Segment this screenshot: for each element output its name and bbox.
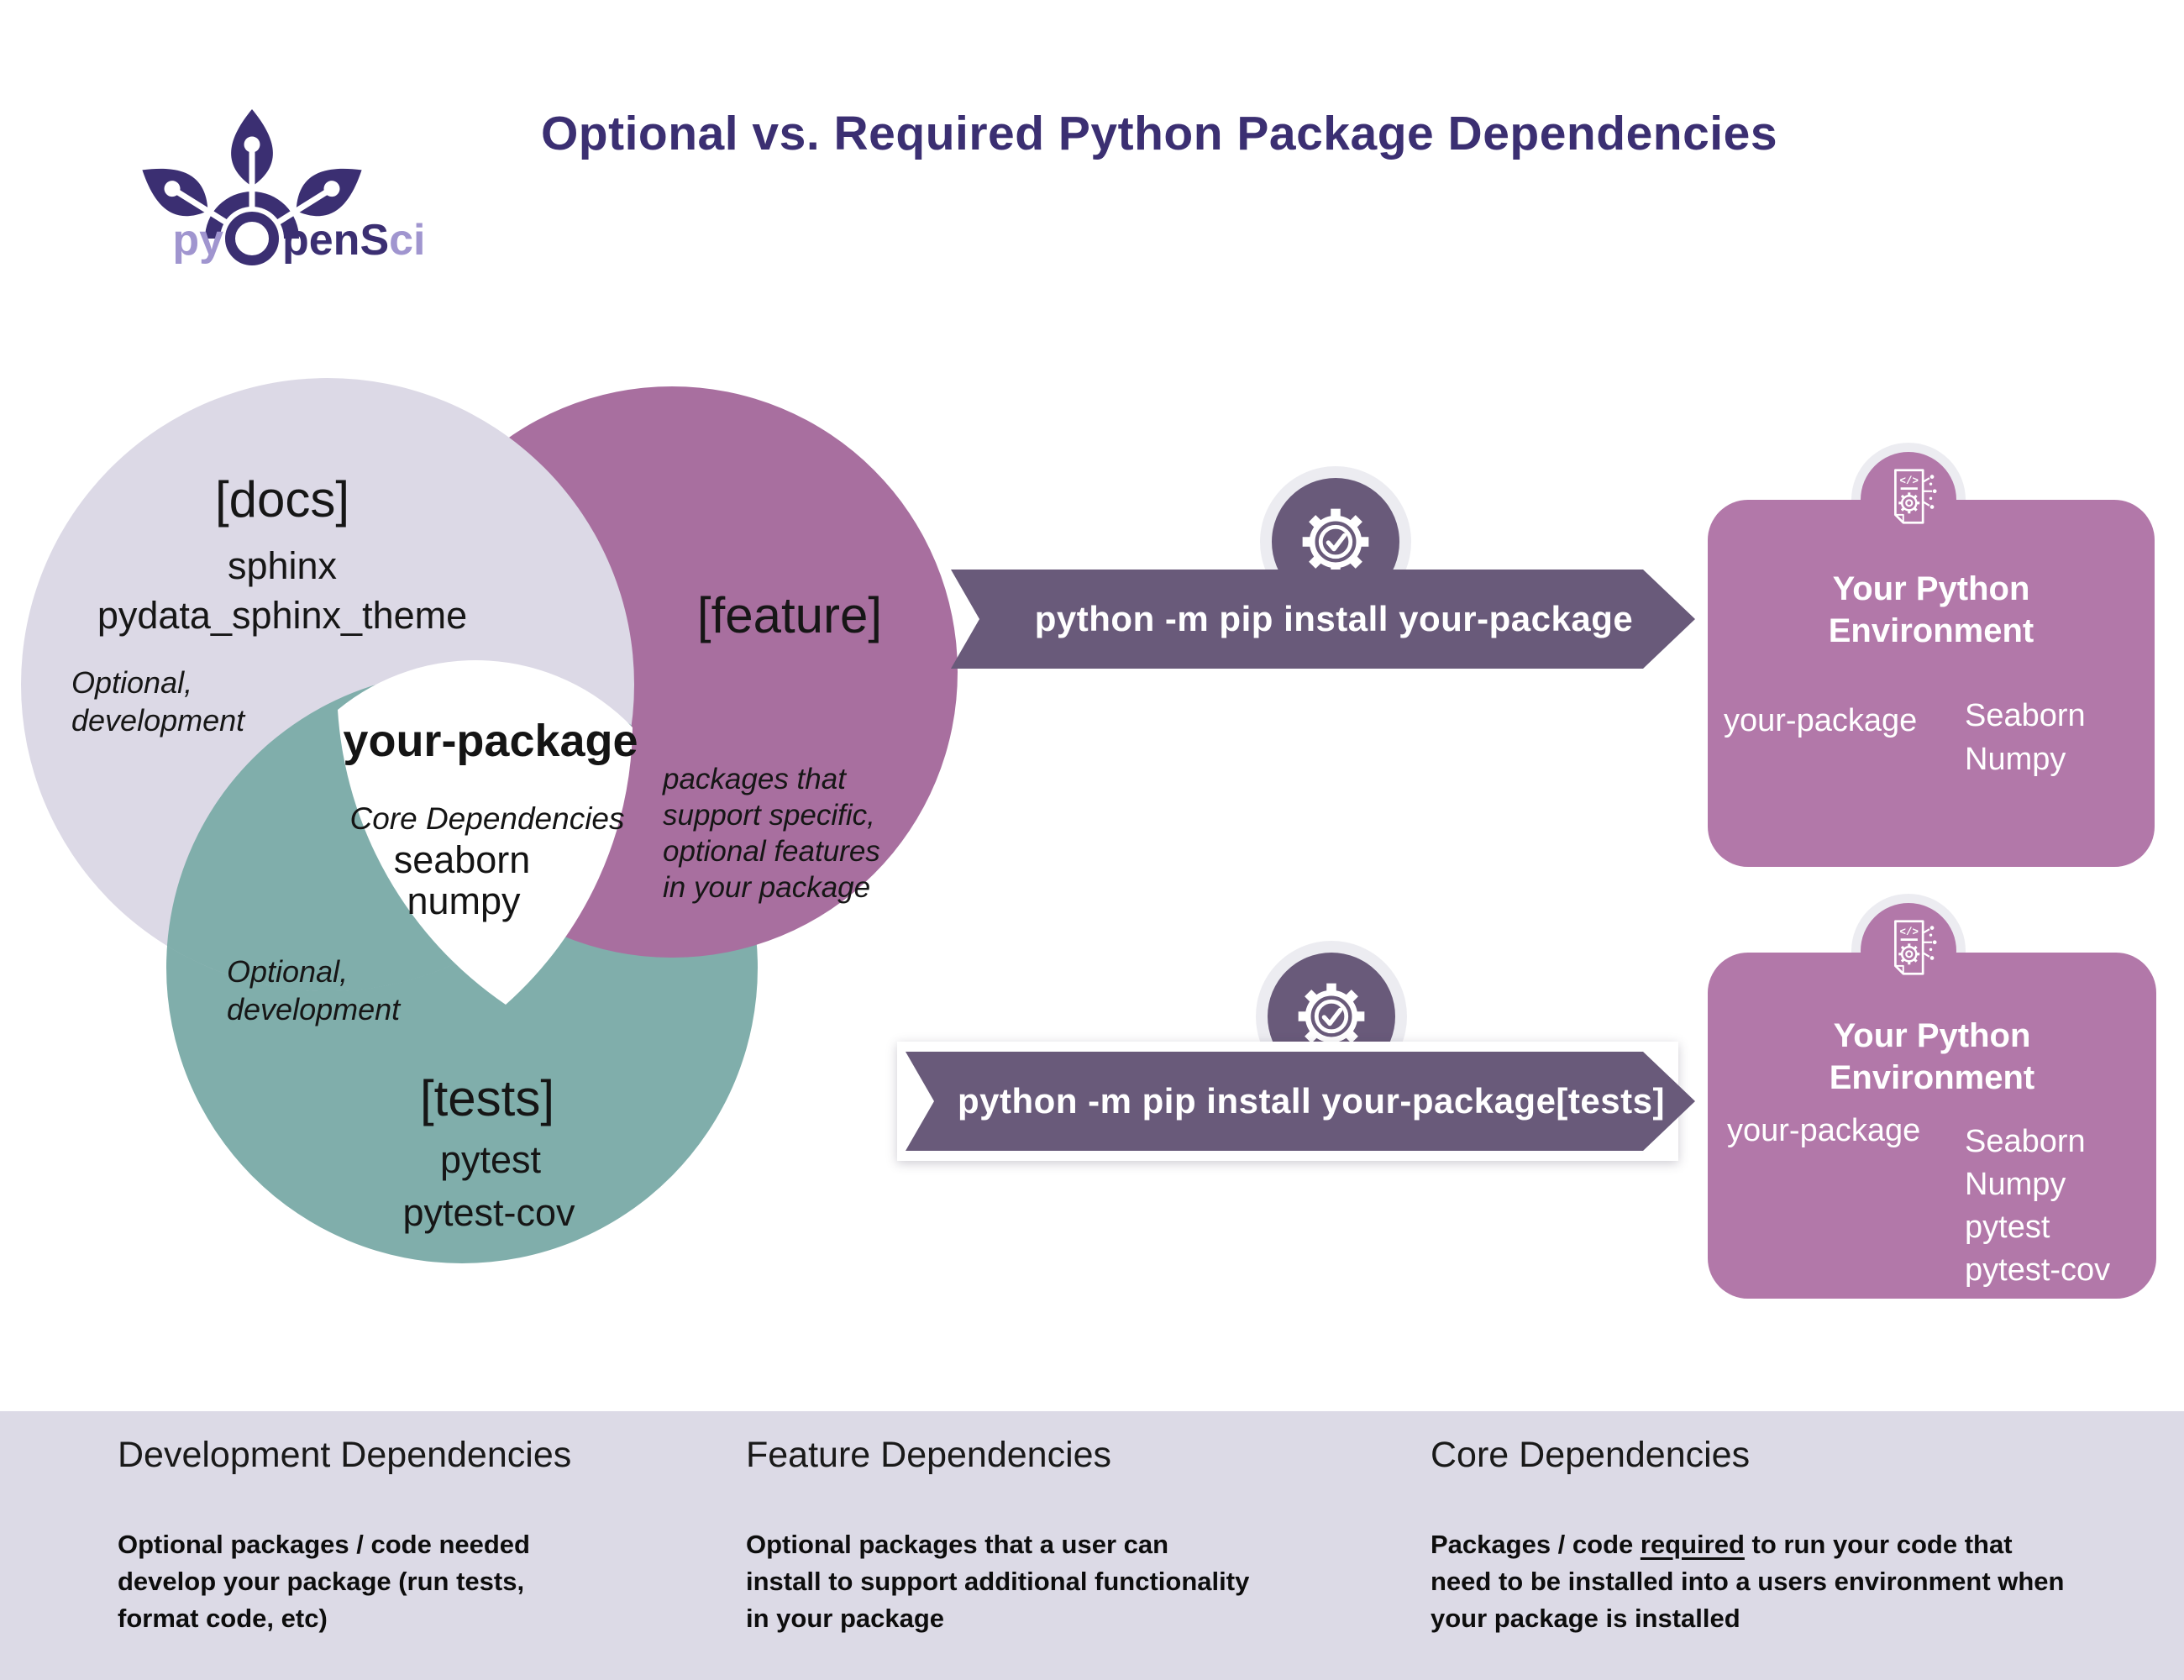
legend-core-dependencies: Core Dependencies Packages / code requir… [1431, 1435, 2153, 1637]
pip-install-command: python -m pip install your-package [1034, 599, 1634, 638]
legend-band [0, 1411, 2184, 1680]
docs-group-label: [docs] [214, 471, 350, 528]
svg-text:</>: </> [1900, 927, 1919, 938]
legend-heading: Development Dependencies [118, 1435, 572, 1475]
tests-package: pytest [439, 1138, 542, 1181]
feature-group-label: [feature] [696, 587, 883, 643]
code-file-icon: </> [1894, 469, 1937, 524]
logo-text-pensci: penSci [282, 215, 426, 265]
svg-text:</>: </> [1900, 475, 1919, 487]
logo-text-py: py [172, 216, 223, 265]
code-file-icon: </> [1894, 920, 1937, 975]
env-installed-package: your-package [1724, 703, 1918, 738]
docs-package: sphinx [227, 544, 338, 587]
tests-package: pytest-cov [402, 1191, 575, 1234]
python-environment-box [1708, 500, 2155, 867]
logo-text-s: S [360, 216, 390, 265]
pip-install-tests-command: python -m pip install your-package[tests… [958, 1081, 1665, 1121]
tests-group-label: [tests] [419, 1070, 555, 1126]
pip-install-tests-banner: python -m pip install your-package[tests… [906, 1052, 1695, 1151]
legend-body-required: required [1640, 1530, 1745, 1559]
logo-text-pen: pen [282, 216, 360, 265]
package-name: your-package [343, 716, 638, 766]
legend-development-dependencies: Development Dependencies Optional packag… [118, 1435, 722, 1637]
env-installed-package: your-package [1727, 1113, 1921, 1148]
core-dependencies-label: Core Dependencies [349, 801, 625, 836]
tests-note: Optional, development [227, 954, 401, 1026]
pyopensci-flower-icon [142, 109, 362, 270]
legend-body: Optional packages that a user can instal… [746, 1530, 1250, 1633]
legend-body: Optional packages / code needed develop … [118, 1530, 530, 1633]
core-package: seaborn [393, 838, 531, 881]
logo-text-ci: ci [389, 216, 426, 265]
env-installed-dependencies: Seaborn Numpy pytest pytest-cov [1965, 1124, 2111, 1288]
legend-feature-dependencies: Feature Dependencies Optional packages t… [746, 1435, 1410, 1637]
pip-install-banner: python -m pip install your-package [951, 570, 1695, 669]
env-installed-dependencies: Seaborn Numpy [1965, 698, 2086, 777]
env-title: Your Python Environment [1828, 570, 2034, 649]
legend-heading: Core Dependencies [1431, 1435, 1751, 1475]
legend-body: Packages / code required to run your cod… [1431, 1526, 2153, 1637]
feature-note: packages that support specific, optional… [663, 763, 880, 904]
legend-body-post: to run your code that need to be install… [1431, 1530, 2065, 1633]
page-title: Optional vs. Required Python Package Dep… [540, 107, 1778, 160]
docs-note: Optional, development [71, 665, 245, 738]
legend-body-pre: Packages / code [1431, 1530, 1641, 1559]
core-package: numpy [407, 879, 521, 922]
env-title: Your Python Environment [1829, 1017, 2035, 1096]
docs-package: pydata_sphinx_theme [97, 594, 468, 637]
legend-heading: Feature Dependencies [746, 1435, 1112, 1475]
python-environment-box [1708, 953, 2156, 1299]
